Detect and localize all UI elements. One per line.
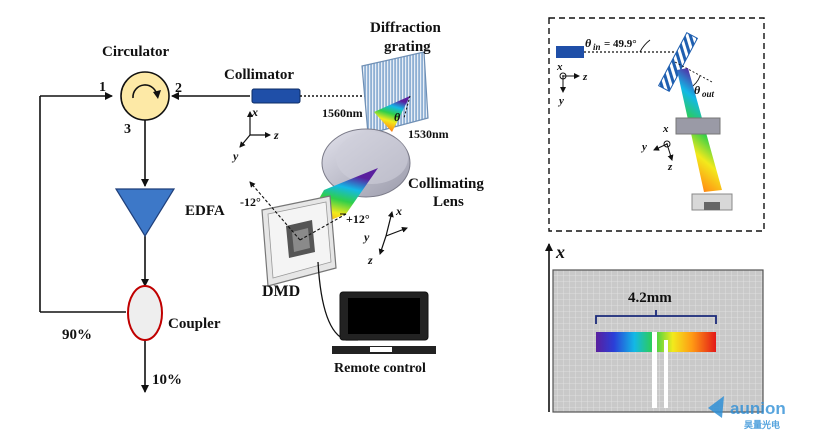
output-90-label: 90% (62, 327, 92, 343)
theta-out-sub: out (702, 89, 715, 99)
collimator-axes (239, 111, 271, 148)
dmd-minus12-ray (249, 181, 301, 241)
collimating-lens (321, 128, 411, 198)
theta-label: θ (394, 110, 401, 124)
inset-axes-b (653, 140, 674, 161)
collimator-axis-z: z (273, 128, 279, 142)
watermark-brand: aunion (730, 399, 786, 418)
inset-collimator (556, 46, 584, 58)
slit-line-1 (652, 332, 657, 408)
wavelength-1530-label: 1530nm (408, 127, 449, 141)
edfa-label: EDFA (185, 203, 225, 219)
collimator-axis-x: x (251, 105, 258, 119)
theta-out-symbol: θ (694, 83, 701, 97)
remote-control-label: Remote control (334, 361, 426, 376)
panel-axis-x-label: x (555, 242, 565, 262)
circulator-body (120, 71, 170, 121)
plus12-label: +12° (346, 212, 370, 226)
inset-axes-a (559, 72, 580, 93)
collimator-body (251, 88, 301, 104)
aunion-logo-icon (708, 396, 724, 418)
theta-in-sub: in (593, 42, 601, 52)
inset-b-axis-x: x (662, 123, 669, 135)
lens-axis-z: z (367, 253, 373, 267)
inset-lens (675, 117, 721, 135)
inset-b-axis-z: z (667, 161, 673, 173)
theta-in-symbol: θ (585, 36, 592, 50)
circulator-label: Circulator (102, 44, 170, 60)
circulator-arrowhead-icon (153, 90, 161, 99)
output-10-label: 10% (152, 372, 182, 388)
collimator-label: Collimator (224, 67, 294, 83)
theta-in-value: = 49.9° (604, 38, 637, 50)
lens-axis-x: x (395, 204, 402, 218)
diffracted-fan (374, 96, 410, 132)
collimator-axis-y: y (231, 149, 239, 163)
lens-axis-y: y (362, 230, 370, 244)
computer-icon (332, 291, 436, 354)
inset-a-axis-x: x (556, 61, 563, 73)
fiber-loop (39, 92, 250, 393)
coupler-label: Coupler (168, 316, 221, 332)
coupler-body (127, 285, 163, 341)
dmd-plus12-ray (299, 213, 347, 241)
circulator-port1-label: 1 (99, 80, 106, 95)
edfa-amplifier-icon (114, 188, 176, 238)
lens-label-line2: Lens (433, 194, 464, 210)
slit-line-2 (664, 340, 668, 408)
inset-a-axis-y: y (557, 95, 564, 107)
circulator (120, 71, 170, 121)
grating-label-line1: Diffraction (370, 20, 441, 36)
inset-b-axis-y: y (640, 141, 647, 153)
minus12-label: -12° (240, 195, 261, 209)
wavelength-1560-label: 1560nm (322, 106, 363, 120)
lens-label-line1: Collimating (408, 176, 484, 192)
dmd-label: DMD (262, 283, 300, 300)
inset-grating (657, 32, 699, 92)
lens-axes (378, 211, 408, 255)
inset-a-axis-z: z (582, 71, 588, 83)
width-label: 4.2mm (628, 290, 672, 306)
grating-label-line2: grating (384, 39, 431, 55)
circulator-port2-label: 2 (175, 81, 182, 96)
watermark-subtitle: 昊量光电 (744, 419, 780, 430)
circulator-port3-label: 3 (124, 122, 131, 137)
